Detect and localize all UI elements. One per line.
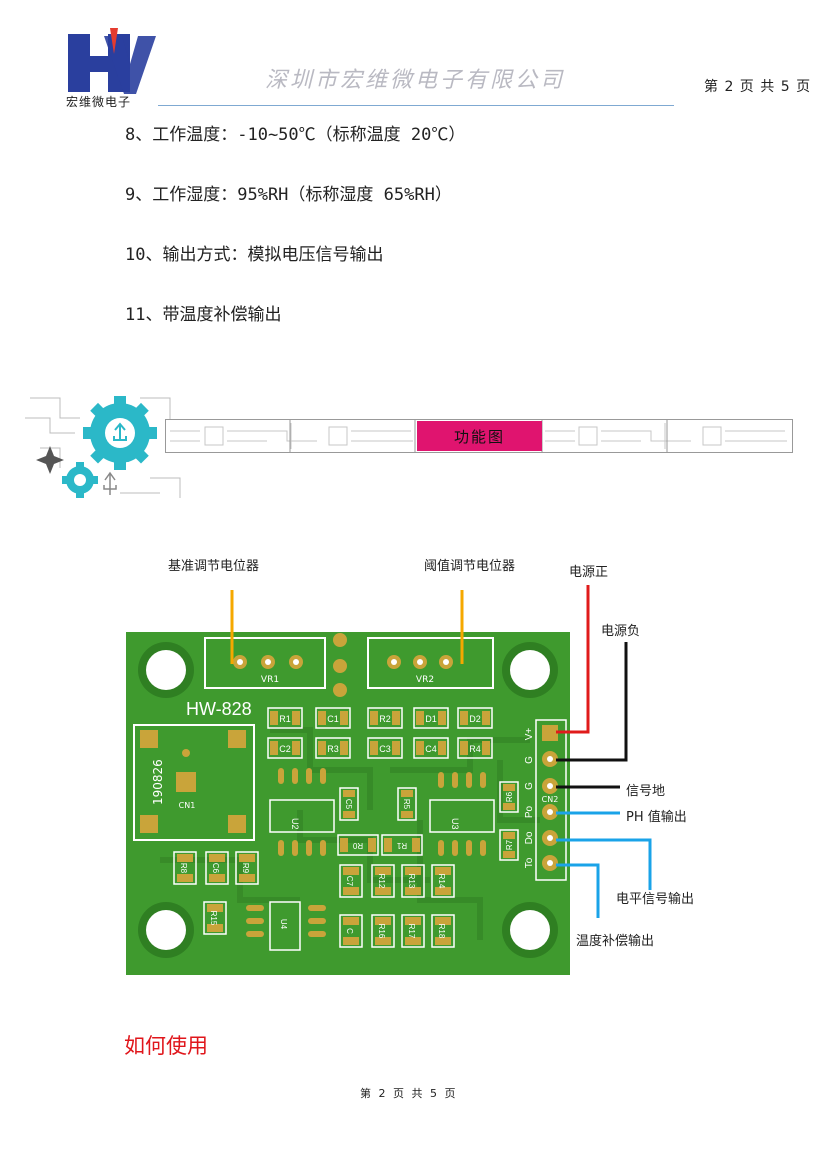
component-label: R2 [379,714,391,724]
label-reference-potentiometer: 基准调节电位器 [168,559,260,574]
component-row-middle [337,781,519,861]
ic-pads [278,768,486,856]
cn2-label: CN2 [542,795,559,804]
gear-large-icon [83,396,157,470]
mount-hole [138,642,558,958]
component-row-bottom [173,851,455,951]
component-label: R3 [327,744,339,754]
cn1-connector: CN1 190826 [133,724,255,841]
date-code: 190826 [151,759,165,805]
pin-label: To [524,857,535,868]
label-level-output: 电平信号输出 [616,892,695,907]
spec-item: 10、输出方式：模拟电压信号输出 [125,245,384,265]
component-label: R7 [505,839,514,850]
header-divider [158,105,674,106]
component-label: R0 [352,841,363,850]
component-label: R13 [407,874,416,889]
label-threshold-potentiometer: 阈值调节电位器 [424,559,516,574]
company-name: 深圳市宏维微电子有限公司 [265,68,566,93]
jumper-pads [333,633,347,697]
component-row-top [267,707,493,759]
pin-label: Po [524,805,535,818]
gear-decoration [25,396,181,498]
ic-label: U3 [450,818,460,830]
component-label: R4 [469,744,481,754]
potentiometer-vr1: VR1 [204,637,326,689]
component-label: R12 [377,874,386,889]
label-ph-output: PH 值输出 [626,810,687,825]
spec-item: 8、工作温度：-10~50℃（标称温度 20℃） [125,125,466,145]
logo-text: 宏维微电子 [66,95,132,109]
logo-icon [68,28,156,94]
component-label: R9 [241,863,250,874]
usb-icon [103,471,117,495]
gear-small-icon [62,462,98,498]
vr1-label: VR1 [261,675,279,685]
potentiometer-vr2: VR2 [367,637,494,689]
component-label: C4 [425,744,437,754]
section-title: 如何使用 [124,1034,208,1058]
component-label: D1 [425,714,437,724]
footer-page-indicator: 第 2 页 共 5 页 [360,1087,458,1100]
ic-label: U4 [279,919,288,930]
component-label: C6 [211,863,220,874]
label-power-negative: 电源负 [601,624,641,639]
component-label: R14 [437,874,446,889]
component-pads [270,711,490,755]
company-logo [68,28,156,94]
label-signal-ground: 信号地 [626,784,666,799]
pin-label: V+ [524,728,535,741]
sparkle-icon [36,446,64,474]
component-label: R8 [179,863,188,874]
component-label: C2 [279,744,291,754]
component-label: R18 [437,924,446,939]
component-label: C5 [344,799,353,810]
component-label: R17 [407,924,416,939]
vr2-label: VR2 [416,675,434,685]
callout-lines [230,585,652,918]
component-label: C [345,928,354,934]
ic-label: U2 [290,818,300,830]
spec-item: 9、工作湿度：95%RH（标称湿度 65%RH） [125,185,452,205]
component-label: R1 [279,714,291,724]
component-label: C3 [379,744,391,754]
pin-label: Do [524,831,535,844]
component-label: C1 [327,714,339,724]
component-label: R5 [402,799,411,810]
component-label: R6 [505,791,514,802]
ic-outline [269,799,495,833]
component-label: R15 [209,911,218,926]
cn1-label: CN1 [179,801,196,810]
component-label: R16 [377,924,386,939]
component-label: D2 [469,714,481,724]
pin-label: G [524,782,535,790]
pin-label: G [524,756,535,764]
component-label: C7 [345,876,354,887]
component-label: R1 [396,841,407,850]
label-power-positive: 电源正 [569,565,609,580]
header-page-indicator: 第 2 页 共 5 页 [704,79,812,95]
cn2-header: V+ G G Po Do To CN2 [524,719,567,881]
board-model: HW-828 [186,699,252,719]
label-temperature-output: 温度补偿输出 [576,934,655,949]
spec-item: 11、带温度补偿输出 [125,305,282,325]
section-banner-title: 功能图 [417,421,542,451]
pcb-diagram: VR1 VR2 HW-828 CN1 190826 [126,585,652,975]
